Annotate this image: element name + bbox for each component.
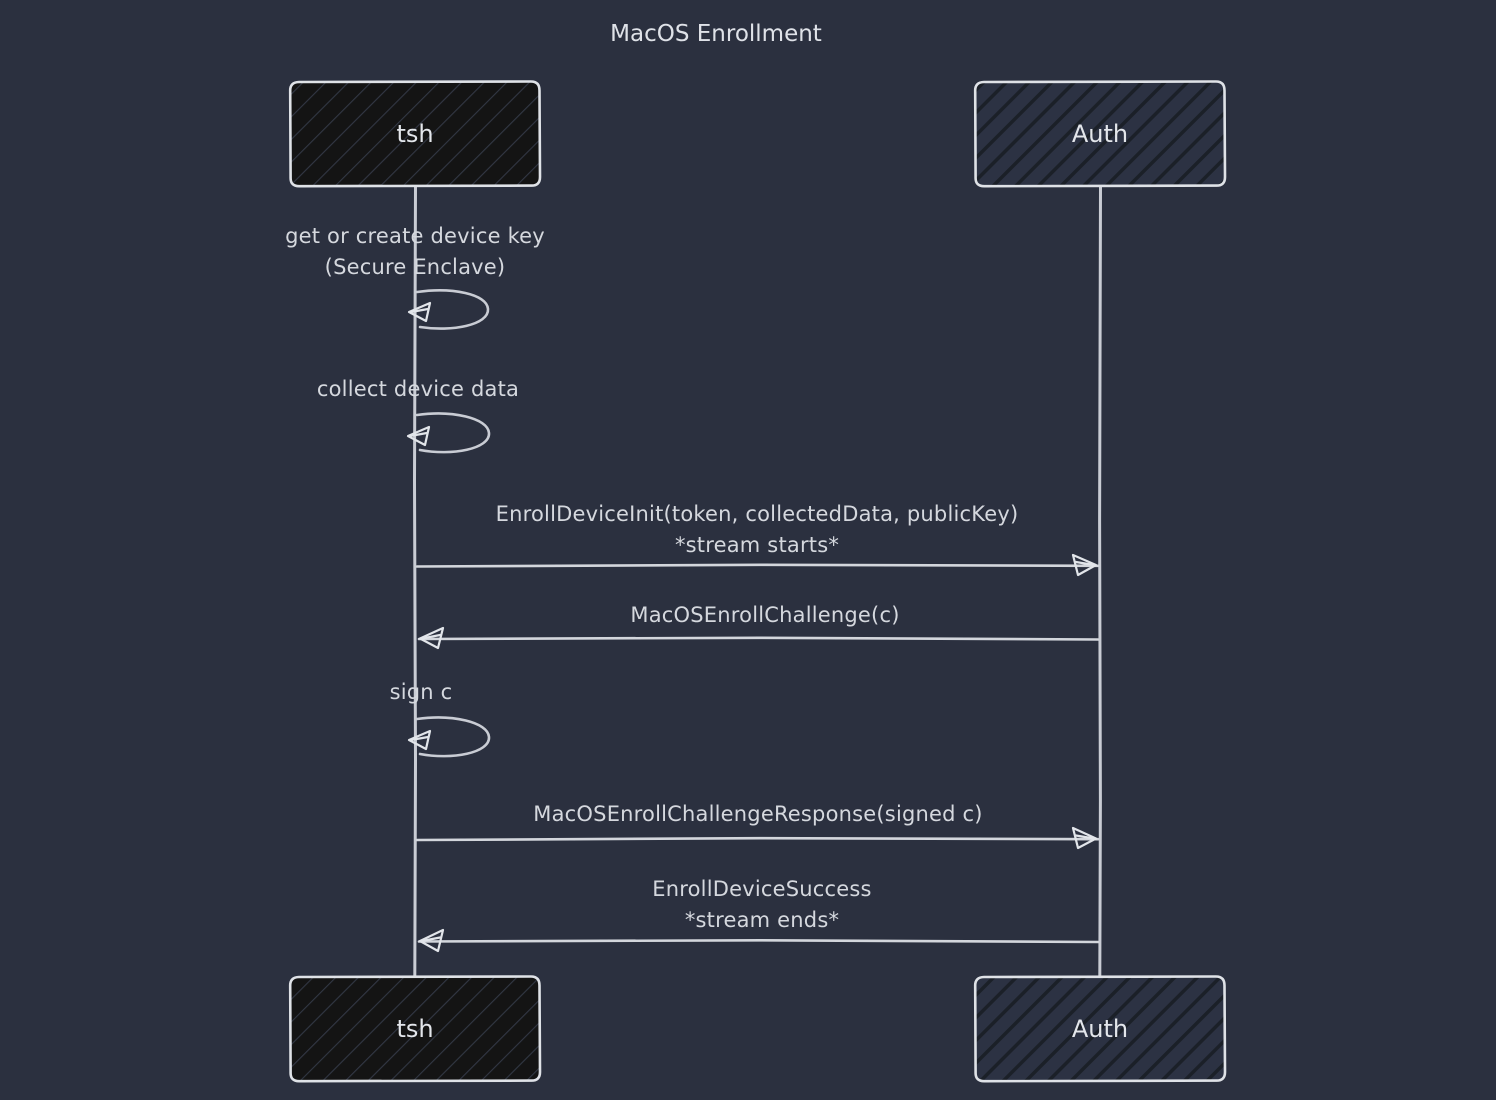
diagram-title: MacOS Enrollment [610, 21, 822, 47]
message-7-label-line-1: EnrollDeviceSuccess [652, 877, 871, 901]
participant-box-tsh-top[interactable]: tsh [288, 80, 542, 188]
message-3-label-line-2: *stream starts* [675, 533, 839, 557]
message-1-label-line-1: get or create device key [285, 224, 545, 248]
lifeline-tsh [412, 185, 418, 979]
participant-label-auth-top: Auth [1072, 120, 1128, 148]
participant-label-tsh-top: tsh [396, 120, 433, 148]
message-3-label-line-1: EnrollDeviceInit(token, collectedData, p… [496, 502, 1019, 526]
participant-box-auth-top[interactable]: Auth [973, 80, 1227, 188]
message-2-self-collect-device-data[interactable]: collect device data [317, 377, 519, 454]
participant-box-auth-bottom[interactable]: Auth [973, 975, 1227, 1083]
message-1-label-line-2: (Secure Enclave) [325, 255, 506, 279]
message-3-enrolldeviceinit[interactable]: EnrollDeviceInit(token, collectedData, p… [415, 502, 1100, 577]
lifeline-auth [1098, 185, 1102, 979]
message-5-self-sign-c[interactable]: sign c [390, 680, 491, 758]
message-1-self-get-or-create-device-key[interactable]: get or create device key (Secure Enclave… [285, 224, 545, 330]
message-6-macosenrollchallengeresponse[interactable]: MacOSEnrollChallengeResponse(signed c) [415, 802, 1100, 850]
participant-box-tsh-bottom[interactable]: tsh [288, 975, 542, 1083]
message-5-label-line-1: sign c [390, 680, 453, 704]
participant-label-tsh-bottom: tsh [396, 1015, 433, 1043]
message-4-macosenrollchallenge[interactable]: MacOSEnrollChallenge(c) [417, 603, 1100, 650]
message-6-label-line-1: MacOSEnrollChallengeResponse(signed c) [533, 802, 982, 826]
message-7-label-line-2: *stream ends* [685, 908, 839, 932]
participant-label-auth-bottom: Auth [1072, 1015, 1128, 1043]
message-2-label-line-1: collect device data [317, 377, 519, 401]
message-7-enrolldevicesuccess[interactable]: EnrollDeviceSuccess *stream ends* [417, 877, 1100, 953]
message-4-label-line-1: MacOSEnrollChallenge(c) [630, 603, 899, 627]
